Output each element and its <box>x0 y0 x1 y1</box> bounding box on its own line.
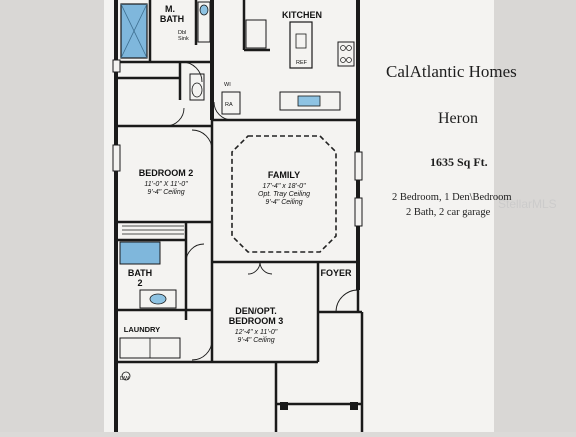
kitchen-label: KITCHEN <box>282 10 322 20</box>
builder-name: CalAtlantic Homes <box>386 62 517 81</box>
kitchen-island <box>289 21 313 69</box>
kitchen-sink-icon <box>297 95 321 107</box>
left-margin <box>0 0 104 432</box>
bedroom2-label: BEDROOM 2 <box>139 168 194 178</box>
bath2-label-1: BATH <box>128 268 152 278</box>
bath2-label-2: 2 <box>137 278 142 288</box>
tray-ceiling-outline <box>231 135 337 253</box>
master-bath-label-1: M. <box>165 4 175 14</box>
den-label-1: DEN/OPT. <box>235 306 277 316</box>
bedroom2-dims: 11'-0" X 11'-0" <box>144 181 188 188</box>
den-ceiling: 9'-4" Ceiling <box>237 337 274 344</box>
bath2-sink-icon <box>149 293 167 305</box>
door-swings <box>165 61 359 361</box>
bath2-vanity <box>139 289 177 309</box>
porch-post-left <box>280 402 288 410</box>
water-heater-icon <box>121 371 131 381</box>
linen-shelves <box>122 225 184 235</box>
range-icon <box>337 41 355 67</box>
windows <box>112 59 363 227</box>
laundry-label: LAUNDRY <box>124 325 160 334</box>
family-ceiling-2: 9'-4" Ceiling <box>265 199 302 206</box>
bedroom-count: 2 Bedroom, 1 Den\Bedroom <box>392 192 512 203</box>
paper-sheet <box>104 0 494 432</box>
master-bath-note-2: Sink <box>178 36 189 42</box>
fridge-label: REF <box>296 60 308 66</box>
family-dims: 17'-4" x 18'-0" <box>262 183 306 190</box>
porch-post-right <box>350 402 358 410</box>
square-footage: 1635 Sq Ft. <box>430 155 488 169</box>
dw-label: DW <box>120 376 130 382</box>
master-sink-icon <box>199 4 209 16</box>
interior-walls <box>116 0 364 432</box>
bedroom2-ceiling: 9'-4" Ceiling <box>147 189 184 196</box>
master-toilet <box>189 73 205 101</box>
master-bath-label-2: BATH <box>160 14 184 24</box>
pantry <box>245 19 267 49</box>
den-dims: 12'-4" x 11'-0" <box>235 329 278 336</box>
closet-ra <box>221 91 241 115</box>
kitchen-counter <box>279 91 341 111</box>
master-vanity <box>197 1 211 43</box>
watermark: StellarMLS <box>498 197 557 211</box>
bath-garage-count: 2 Bath, 2 car garage <box>406 207 491 218</box>
family-ceiling-1: Opt. Tray Ceiling <box>258 191 310 198</box>
foyer-label: FOYER <box>320 268 352 278</box>
bath2-tub <box>119 241 161 265</box>
closet-ra-label: RA <box>225 102 233 108</box>
model-name: Heron <box>438 110 478 127</box>
family-label: FAMILY <box>268 170 300 180</box>
master-bath-note-1: Dbl <box>178 30 186 36</box>
wi-label: WI <box>224 82 231 88</box>
right-margin <box>494 0 576 432</box>
den-label-2: BEDROOM 3 <box>229 316 284 326</box>
